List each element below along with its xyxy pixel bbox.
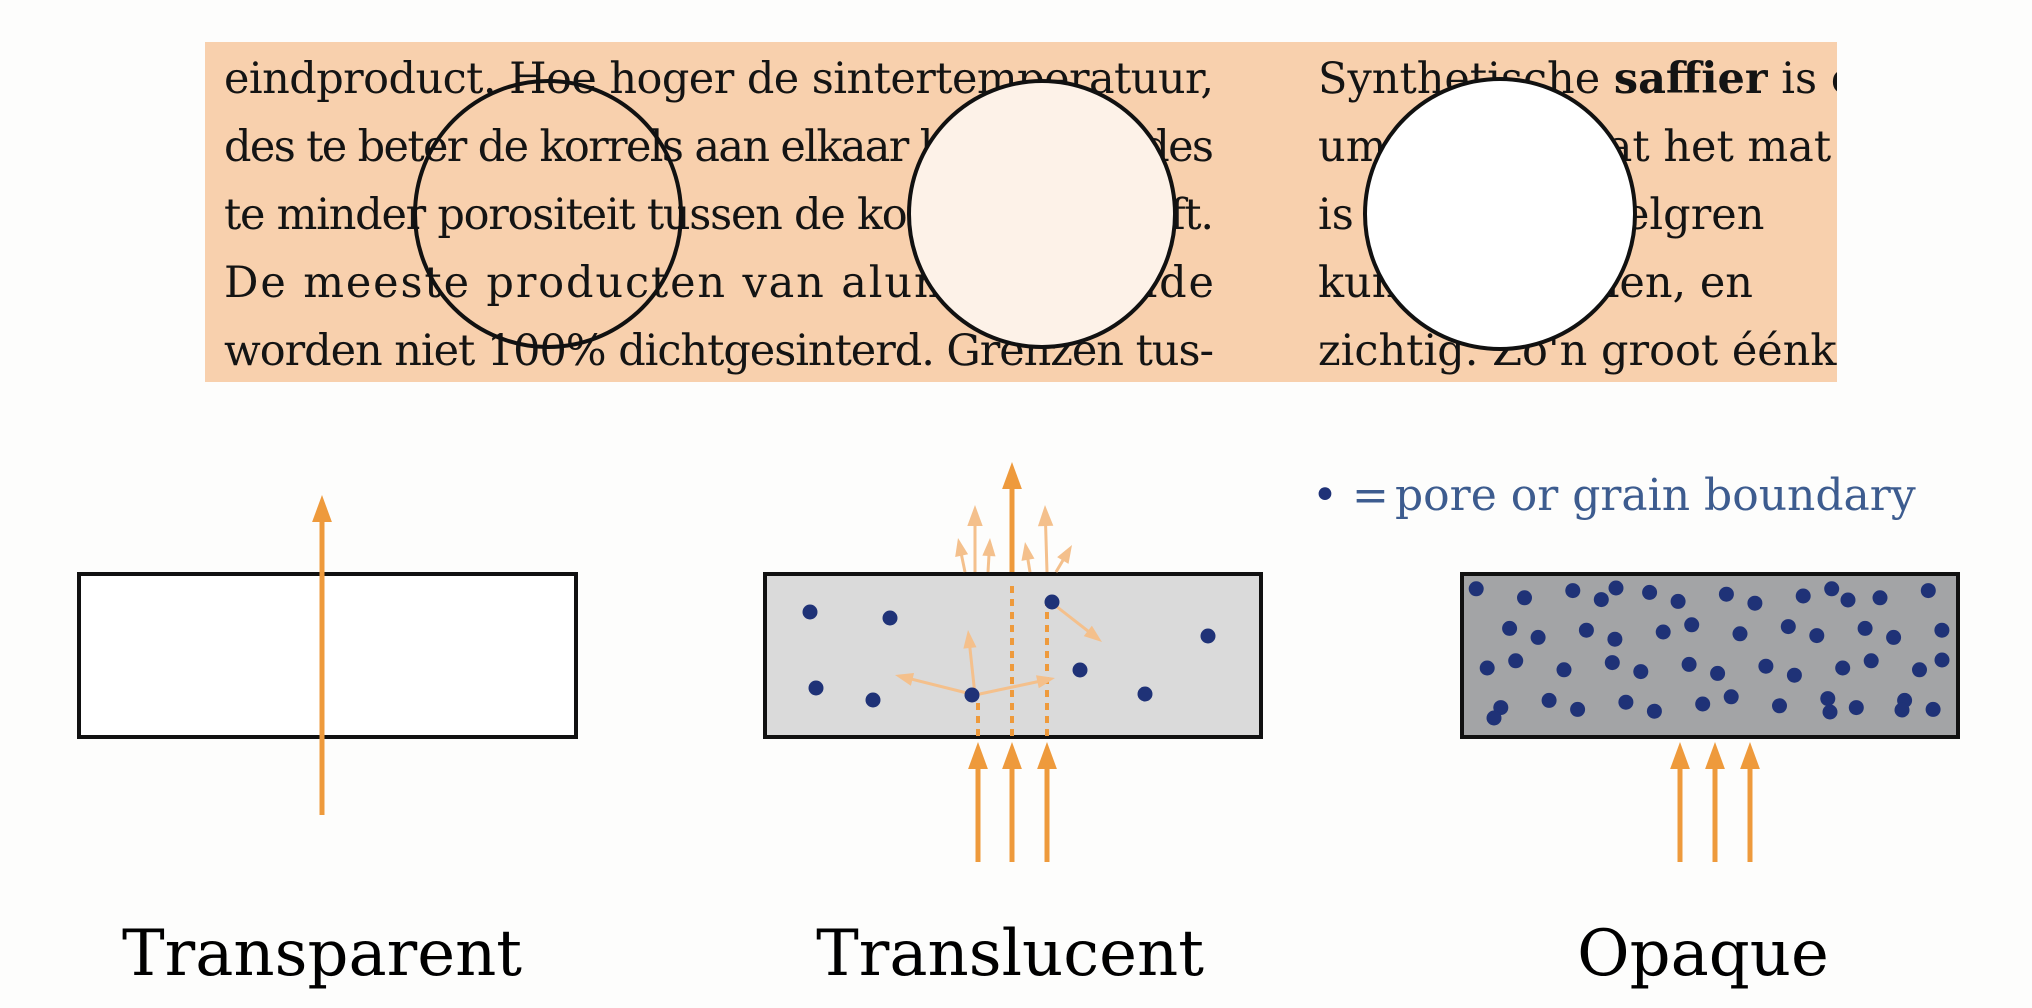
particle bbox=[1824, 581, 1840, 597]
particle bbox=[1747, 595, 1763, 611]
particle bbox=[1556, 662, 1572, 678]
slab-transparent bbox=[77, 572, 578, 739]
particle bbox=[1646, 703, 1662, 719]
scattered-arrow bbox=[974, 675, 1055, 697]
excerpt-right-line: zichtig. Zo'n groot éénkr bbox=[1318, 326, 1857, 376]
particle bbox=[1530, 629, 1546, 645]
emerging-faint-arrow bbox=[1021, 542, 1035, 573]
text-excerpt: eindproduct. Hoe hoger de sintertemperat… bbox=[205, 42, 1857, 382]
particle bbox=[1780, 619, 1796, 635]
particle bbox=[1137, 686, 1153, 702]
particle bbox=[1570, 701, 1586, 717]
particle bbox=[1593, 592, 1609, 608]
particle bbox=[1479, 660, 1495, 676]
particle bbox=[1608, 580, 1624, 596]
particle bbox=[1710, 665, 1726, 681]
particle bbox=[1044, 594, 1060, 610]
caption-transparent: Transparent bbox=[122, 917, 522, 991]
particle bbox=[1517, 590, 1532, 606]
particle bbox=[1723, 689, 1739, 705]
lens-translucent bbox=[907, 79, 1177, 349]
particle bbox=[1886, 629, 1902, 645]
particle bbox=[964, 687, 980, 703]
particle bbox=[1925, 701, 1941, 717]
panel-opaque bbox=[1460, 572, 1960, 862]
particle bbox=[1822, 704, 1838, 720]
particle bbox=[1912, 662, 1927, 678]
particle bbox=[1200, 628, 1216, 644]
particle bbox=[1565, 583, 1581, 599]
particle bbox=[1872, 590, 1888, 606]
scattered-arrow bbox=[963, 630, 977, 696]
particle bbox=[865, 692, 881, 708]
particle bbox=[1840, 592, 1856, 608]
legend-label: pore or grain boundary bbox=[1395, 470, 1916, 521]
particle bbox=[1863, 653, 1879, 669]
particle bbox=[1920, 583, 1936, 599]
particle bbox=[1468, 581, 1484, 597]
particle bbox=[1633, 664, 1649, 680]
particle bbox=[1486, 710, 1502, 726]
lens-transparent bbox=[413, 79, 683, 349]
particle bbox=[808, 680, 824, 696]
particle bbox=[1508, 653, 1524, 669]
lens-opaque bbox=[1363, 77, 1637, 351]
legend-dot-icon: • bbox=[1312, 470, 1338, 521]
particle bbox=[1502, 620, 1518, 636]
particle bbox=[882, 610, 898, 626]
emerging-faint-arrow bbox=[955, 538, 969, 573]
particle bbox=[1934, 652, 1950, 668]
incoming-light-arrow bbox=[968, 742, 988, 862]
incoming-light-arrow bbox=[1740, 742, 1760, 862]
particle bbox=[1604, 655, 1620, 671]
legend: • = pore or grain boundary bbox=[1312, 470, 1916, 521]
particle bbox=[1684, 617, 1700, 633]
particle bbox=[1848, 700, 1864, 716]
particle bbox=[1835, 660, 1851, 676]
particle bbox=[1857, 620, 1873, 636]
scattered-arrow bbox=[895, 672, 976, 697]
excerpt-right-line: Synthetische saffier is é bbox=[1318, 54, 1856, 104]
particle bbox=[1541, 692, 1557, 708]
particle bbox=[1072, 662, 1088, 678]
particle bbox=[1655, 624, 1671, 640]
incoming-light-arrow bbox=[1002, 742, 1022, 862]
particle bbox=[1718, 586, 1734, 602]
particle bbox=[1786, 667, 1802, 683]
caption-opaque: Opaque bbox=[1577, 917, 1829, 991]
incoming-light-arrow bbox=[1037, 742, 1057, 862]
particle bbox=[1607, 631, 1623, 647]
emerging-faint-arrow bbox=[1037, 505, 1054, 573]
particle bbox=[1758, 658, 1774, 674]
emerging-faint-arrow bbox=[967, 505, 983, 572]
scattered-arrow bbox=[1051, 601, 1102, 642]
legend-equals: = bbox=[1352, 470, 1389, 521]
light-arrow bbox=[312, 495, 332, 815]
emerging-faint-arrow bbox=[982, 538, 996, 573]
panel-translucent bbox=[763, 462, 1263, 862]
emerging-light-arrow bbox=[1002, 462, 1022, 572]
incoming-light-arrow bbox=[1705, 742, 1725, 862]
emerging-faint-arrow bbox=[1054, 545, 1072, 573]
particle bbox=[1578, 622, 1594, 638]
particle bbox=[1820, 691, 1836, 707]
caption-translucent: Translucent bbox=[816, 917, 1204, 991]
particle bbox=[1695, 696, 1711, 712]
particle bbox=[1772, 698, 1787, 714]
particle bbox=[1732, 626, 1748, 642]
particle bbox=[1642, 584, 1658, 600]
particle bbox=[1795, 588, 1811, 604]
particle bbox=[1681, 656, 1697, 672]
particle bbox=[1934, 622, 1950, 638]
particle bbox=[802, 604, 818, 620]
incoming-light-arrow bbox=[1670, 742, 1690, 862]
panel-transparent bbox=[77, 495, 578, 815]
particle bbox=[1894, 702, 1910, 718]
particle bbox=[1809, 628, 1825, 644]
particle bbox=[1670, 593, 1686, 609]
particle bbox=[1618, 694, 1634, 710]
